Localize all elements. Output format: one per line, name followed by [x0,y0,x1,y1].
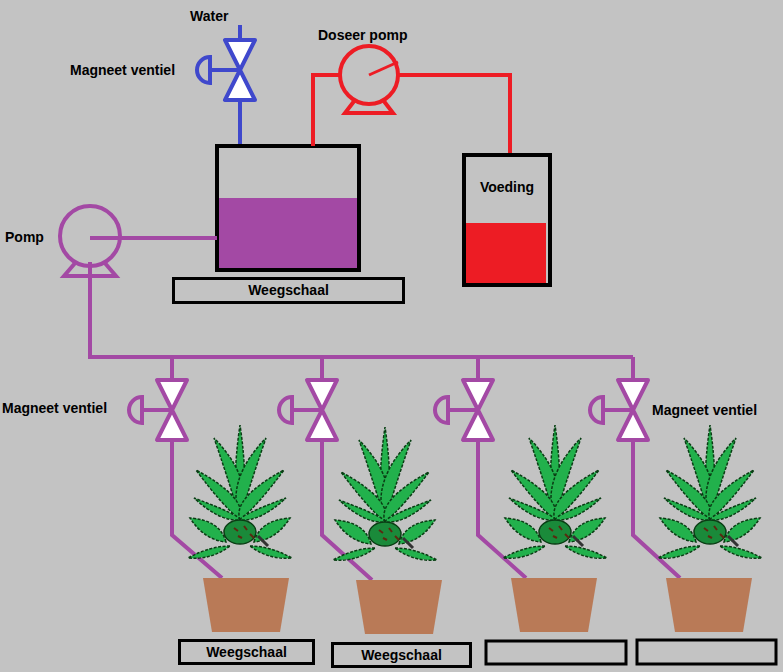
scale-box: Weegschaal [331,642,472,668]
line-label: Water [190,8,228,24]
scale-box: Weegschaal [172,277,405,304]
valve-label: Magneet ventiel [652,402,757,418]
valve-label: Magneet ventiel [70,62,175,78]
scale-label: Weegschaal [181,644,312,660]
scale-box: Weegschaal [178,639,315,665]
pump-label: Pomp [5,229,44,245]
scale-label: Weegschaal [334,647,469,663]
valve-label: Magneet ventiel [2,400,107,416]
scale-label: Weegschaal [175,282,402,298]
tank-label: Voeding [466,179,548,195]
pump-label: Doseer pomp [318,27,407,43]
supply-tank: Voeding [462,153,552,287]
